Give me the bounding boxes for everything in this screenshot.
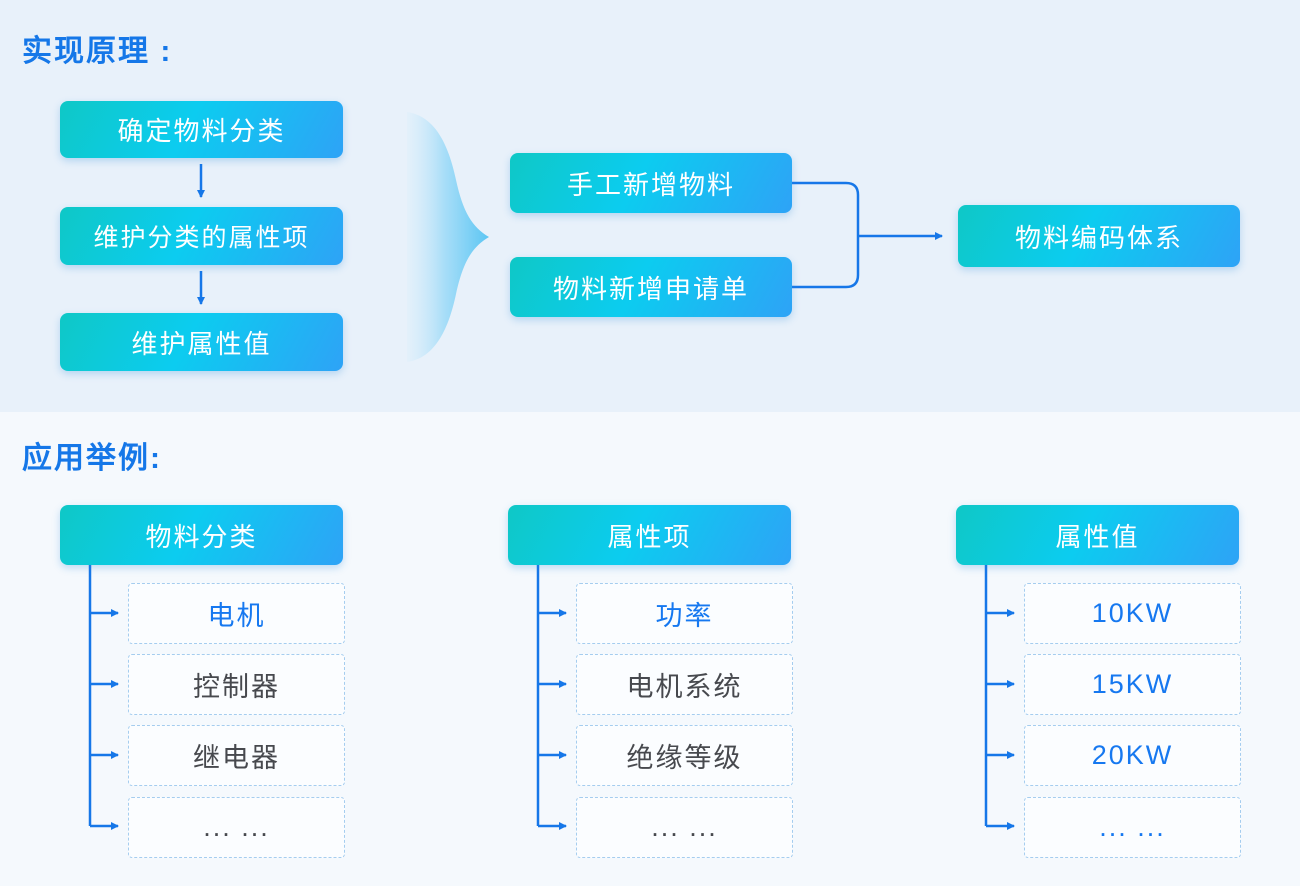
result-box-material-coding-system: 物料编码体系 [958,205,1240,267]
step-box-maintain-attribute-items: 维护分类的属性项 [60,207,343,265]
example-item: 15KW [1024,654,1241,715]
example-item: 电机 [128,583,345,644]
column-header-attribute-values: 属性值 [956,505,1239,565]
example-item-ellipsis: ... ... [576,797,793,858]
method-box-manual-add: 手工新增物料 [510,153,792,213]
example-item: 绝缘等级 [576,725,793,786]
example-item-ellipsis: ... ... [128,797,345,858]
step-box-define-classification: 确定物料分类 [60,101,343,158]
example-item-ellipsis: ... ... [1024,797,1241,858]
principle-section-title: 实现原理 : [22,35,173,68]
method-box-request-form: 物料新增申请单 [510,257,792,317]
example-item: 继电器 [128,725,345,786]
step-box-maintain-attribute-values: 维护属性值 [60,313,343,371]
example-item: 电机系统 [576,654,793,715]
example-item: 20KW [1024,725,1241,786]
example-item: 功率 [576,583,793,644]
column-header-material-classification: 物料分类 [60,505,343,565]
example-section-title: 应用举例: [22,442,162,475]
example-item: 10KW [1024,583,1241,644]
column-header-attribute-items: 属性项 [508,505,791,565]
example-item: 控制器 [128,654,345,715]
